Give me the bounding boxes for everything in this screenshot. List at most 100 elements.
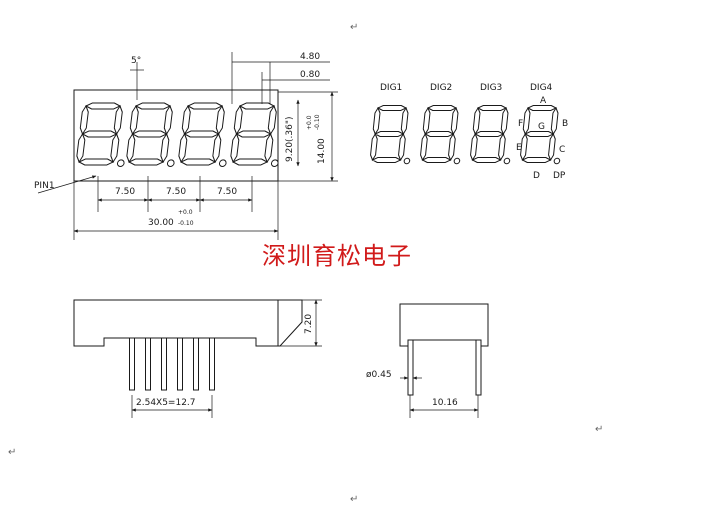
- segment-label-dp: DP: [553, 171, 566, 181]
- segment-e: [76, 132, 86, 164]
- side-pin-1: [129, 337, 135, 391]
- segment-f: [129, 104, 139, 136]
- return-mark-3: ↵: [8, 447, 16, 458]
- end-pin-right: [475, 339, 482, 396]
- side-right-edge: [278, 299, 303, 347]
- pin1-label: PIN1: [34, 181, 55, 191]
- segment-e: [230, 132, 240, 164]
- pin1-leader: [37, 175, 97, 194]
- segment-dp: [553, 157, 561, 165]
- segment-g: [474, 131, 505, 137]
- seven-seg-digit-2: [126, 102, 175, 168]
- seven-seg-digit-4: [230, 102, 279, 168]
- end-view: ø0.45 10.16: [366, 303, 489, 418]
- segment-label-d: D: [533, 171, 540, 181]
- segment-a: [476, 105, 508, 111]
- row-spacing-dim: 10.16: [432, 398, 458, 408]
- segment-b: [267, 104, 277, 136]
- digit-label-4: DIG4: [530, 83, 553, 93]
- segment-a: [526, 105, 558, 111]
- segment-a: [186, 102, 224, 110]
- height-tol-minus: -0.10: [314, 114, 321, 130]
- segment-a: [134, 102, 172, 110]
- segment-b: [450, 106, 459, 136]
- segment-c: [498, 132, 506, 162]
- segment-b: [163, 104, 173, 136]
- segment-e: [370, 132, 378, 162]
- segment-c: [212, 132, 222, 164]
- segment-g: [235, 130, 272, 138]
- pin-dia-dim: ø0.45: [366, 370, 392, 380]
- digit-width-dim: 4.80: [300, 52, 320, 62]
- side-height-dim: 7.20: [304, 314, 314, 334]
- return-mark-4: ↵: [350, 494, 358, 505]
- segment-c: [110, 132, 120, 164]
- segment-g: [183, 130, 220, 138]
- segment-d: [180, 158, 217, 166]
- side-pin-3: [161, 337, 167, 391]
- segment-c: [448, 132, 456, 162]
- side-pin-2: [145, 337, 151, 391]
- segment-g: [424, 131, 455, 137]
- segment-b: [500, 106, 509, 136]
- segment-label-g: G: [538, 122, 545, 132]
- segment-map: DIG1 DIG2 DIG3 DIG4 A B C D E F G DP: [370, 83, 568, 181]
- segment-dp: [270, 159, 279, 168]
- segment-f: [372, 106, 381, 136]
- digit-height-dim: 9.20(.36"): [285, 116, 295, 162]
- segment-g: [81, 130, 118, 138]
- segment-d: [371, 157, 402, 163]
- segment-d: [521, 157, 552, 163]
- segment-g: [131, 130, 168, 138]
- pitch-dim-3: 7.50: [217, 187, 237, 197]
- segment-d: [471, 157, 502, 163]
- segment-label-c: C: [559, 145, 565, 155]
- side-pin-4: [177, 337, 183, 391]
- seven-seg-digit-4: [520, 105, 561, 165]
- segment-f: [79, 104, 89, 136]
- segment-f: [233, 104, 243, 136]
- end-pin-left: [407, 339, 414, 396]
- return-mark-1: ↵: [350, 22, 358, 33]
- segment-c: [398, 132, 406, 162]
- front-view: PIN1 5° 4.80 0.80 9.20(.36") 14.00 +0.0 …: [34, 52, 338, 240]
- segment-c: [160, 132, 170, 164]
- seg-width-dim: 0.80: [300, 70, 320, 80]
- seven-seg-digit-2: [420, 105, 461, 165]
- segment-dp: [116, 159, 125, 168]
- segment-d: [128, 158, 165, 166]
- segment-dp: [166, 159, 175, 168]
- front-digits: [76, 102, 279, 168]
- segment-g: [374, 131, 405, 137]
- width-tol-plus: +0.0: [178, 209, 193, 216]
- pitch-dim-2: 7.50: [166, 187, 186, 197]
- segment-b: [550, 106, 559, 136]
- digit-label-3: DIG3: [480, 83, 502, 93]
- segment-e: [178, 132, 188, 164]
- segment-a: [84, 102, 122, 110]
- height-tol-plus: +0.0: [306, 115, 313, 130]
- segment-b: [215, 104, 225, 136]
- segment-b: [400, 106, 409, 136]
- seven-seg-digit-1: [370, 105, 411, 165]
- segment-a: [376, 105, 408, 111]
- height-dim: 14.00: [317, 138, 327, 164]
- width-tol-minus: -0.10: [178, 220, 194, 227]
- segment-label-a: A: [540, 96, 547, 106]
- brand-text: 深圳育松电子: [262, 242, 412, 270]
- digit-label-1: DIG1: [380, 83, 402, 93]
- segment-f: [181, 104, 191, 136]
- width-dim: 30.00: [148, 218, 174, 228]
- display-body-outline: [73, 89, 279, 182]
- segment-e: [126, 132, 136, 164]
- segment-f: [522, 106, 531, 136]
- side-body-outline: [73, 299, 279, 347]
- segment-f: [422, 106, 431, 136]
- segment-label-e: E: [516, 143, 522, 153]
- segment-label-f: F: [518, 119, 523, 129]
- segment-dp: [503, 157, 511, 165]
- pitch-dim-1: 7.50: [115, 187, 135, 197]
- seven-seg-digit-1: [76, 102, 125, 168]
- map-digits: [370, 105, 561, 165]
